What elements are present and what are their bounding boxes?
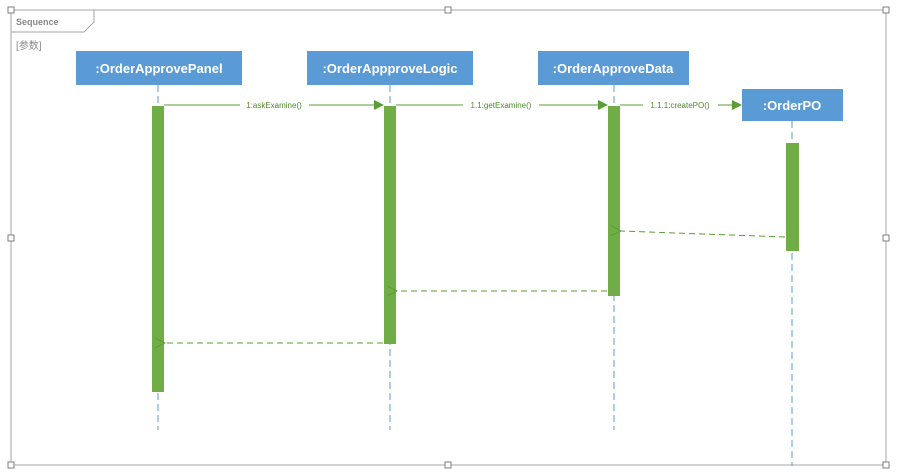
lifeline-po-box[interactable] [742,89,843,121]
lifeline-panel-label: :OrderApprovePanel [95,61,222,76]
lifeline-data-box[interactable] [538,51,689,85]
resize-handle-top-left[interactable] [7,6,15,14]
lifeline-lines [157,85,793,466]
lifeline-po[interactable]: :OrderPO [742,89,843,121]
activation-bars [152,106,799,392]
message-createpo-label-bg [643,99,718,111]
activation-data[interactable] [608,106,620,296]
resize-handle-bottom-center[interactable] [444,461,452,469]
resize-handle-bottom-left[interactable] [7,461,15,469]
activation-panel[interactable] [152,106,164,392]
message-getexamine-label-bg [463,99,539,111]
frame-title: Sequence [16,17,59,27]
message-createpo[interactable]: 1.1.1:createPO() [620,99,742,111]
selection-handles[interactable] [7,6,890,469]
lifeline-logic[interactable]: :OrderAppproveLogic [307,51,473,85]
lifeline-logic-box[interactable] [307,51,473,85]
message-createpo-label: 1.1.1:createPO() [650,101,709,110]
frame-parameter: [参数] [16,39,42,52]
message-askexamine-label-bg [240,99,309,111]
lifeline-panel[interactable]: :OrderApprovePanel [76,51,242,85]
message-getexamine-label: 1.1:getExamine() [471,101,532,110]
lifeline-panel-box[interactable] [76,51,242,85]
lifeline-logic-label: :OrderAppproveLogic [322,61,457,76]
frame-title-tab [11,9,95,33]
resize-handle-top-right[interactable] [882,6,890,14]
return-po-to-data[interactable] [621,231,786,238]
lifeline-data-label: :OrderApproveData [553,61,674,76]
activation-po[interactable] [786,143,799,251]
message-askexamine[interactable]: 1:askExamine() [164,99,384,111]
return-po-to-data-line[interactable] [621,231,786,238]
lifeline-data[interactable]: :OrderApproveData [538,51,689,85]
resize-handle-middle-left[interactable] [7,234,15,242]
lifeline-po-label: :OrderPO [763,98,822,113]
message-getexamine[interactable]: 1.1:getExamine() [396,99,608,111]
activation-logic[interactable] [384,106,396,344]
resize-handle-top-center[interactable] [444,6,452,14]
resize-handle-bottom-right[interactable] [882,461,890,469]
message-askexamine-label: 1:askExamine() [246,101,302,110]
resize-handle-middle-right[interactable] [882,234,890,242]
